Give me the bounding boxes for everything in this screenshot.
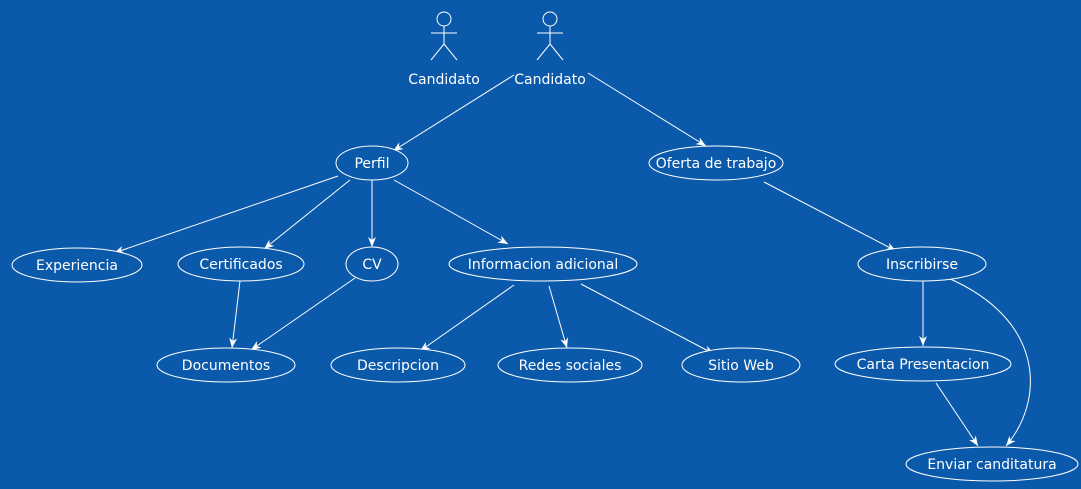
use-case-label: Oferta de trabajo — [656, 156, 777, 172]
use-case-label: Perfil — [354, 156, 389, 172]
use-case-label: Redes sociales — [519, 358, 622, 374]
use-case-ellipse — [648, 145, 784, 181]
use-case-experiencia[interactable]: Experiencia — [11, 247, 143, 283]
use-case-certificados[interactable]: Certificados — [177, 246, 305, 282]
actor-head — [436, 11, 452, 27]
use-case-ellipse — [905, 446, 1079, 482]
connector-perfil-info — [393, 179, 509, 245]
use-case-ellipse — [448, 246, 638, 282]
use-case-descripcion[interactable]: Descripcion — [330, 347, 466, 383]
use-case-ellipse — [834, 346, 1012, 382]
use-case-ellipse — [681, 347, 801, 383]
connector-carta-enviar — [935, 382, 979, 447]
edges-layer — [113, 72, 1031, 447]
actor-label: Candidato — [408, 72, 480, 88]
use-case-ellipse — [497, 347, 643, 383]
use-case-redes[interactable]: Redes sociales — [497, 347, 643, 383]
connector-info-redes — [548, 285, 569, 349]
use-case-ellipse — [335, 145, 409, 181]
actor-right-leg — [443, 43, 458, 61]
connector-cv-documentos — [250, 277, 356, 351]
actor-head — [542, 11, 558, 27]
use-case-label: Informacion adicional — [468, 257, 619, 273]
use-case-label: Inscribirse — [886, 257, 958, 273]
use-case-label: Certificados — [199, 257, 282, 273]
actor-label: Candidato — [514, 72, 586, 88]
connector-certificados-documentos — [229, 280, 241, 349]
connector-oferta-inscribirse — [763, 181, 897, 252]
use-case-ellipse — [177, 246, 305, 282]
use-case-label: Experiencia — [36, 258, 118, 274]
actor-left-leg — [536, 43, 551, 61]
use-case-ellipse — [156, 347, 296, 383]
use-case-label: Carta Presentacion — [857, 357, 990, 373]
use-case-ellipse — [345, 246, 399, 282]
use-case-label: CV — [362, 257, 382, 273]
use-case-label: Sitio Web — [708, 358, 774, 374]
connector-a2-oferta — [587, 72, 707, 147]
use-case-label: Descripcion — [357, 358, 439, 374]
use-case-enviar[interactable]: Enviar canditatura — [905, 446, 1079, 482]
actor-right-leg — [549, 43, 564, 61]
use-case-cv[interactable]: CV — [345, 246, 399, 282]
use-case-perfil[interactable]: Perfil — [335, 145, 409, 181]
actor-candidato[interactable]: Candidato — [408, 11, 480, 88]
use-case-info[interactable]: Informacion adicional — [448, 246, 638, 282]
use-case-carta[interactable]: Carta Presentacion — [834, 346, 1012, 382]
connector-inscribirse-enviar — [947, 277, 1031, 447]
actor-left-leg — [430, 43, 445, 61]
use-case-ellipse — [11, 247, 143, 283]
use-case-label: Documentos — [182, 358, 270, 374]
use-case-inscribirse[interactable]: Inscribirse — [857, 246, 987, 282]
actor-candidato[interactable]: Candidato — [514, 11, 586, 88]
connector-perfil-certificados — [263, 179, 351, 250]
use-case-oferta[interactable]: Oferta de trabajo — [648, 145, 784, 181]
connector-info-sitio — [580, 283, 715, 355]
connector-perfil-experiencia — [113, 175, 339, 254]
use-case-ellipse — [857, 246, 987, 282]
use-case-label: Enviar canditatura — [927, 457, 1056, 473]
use-case-documentos[interactable]: Documentos — [156, 347, 296, 383]
connector-info-descripcion — [419, 284, 515, 352]
use-case-ellipse — [330, 347, 466, 383]
use-case-sitio[interactable]: Sitio Web — [681, 347, 801, 383]
connector-a2-perfil — [392, 74, 515, 152]
